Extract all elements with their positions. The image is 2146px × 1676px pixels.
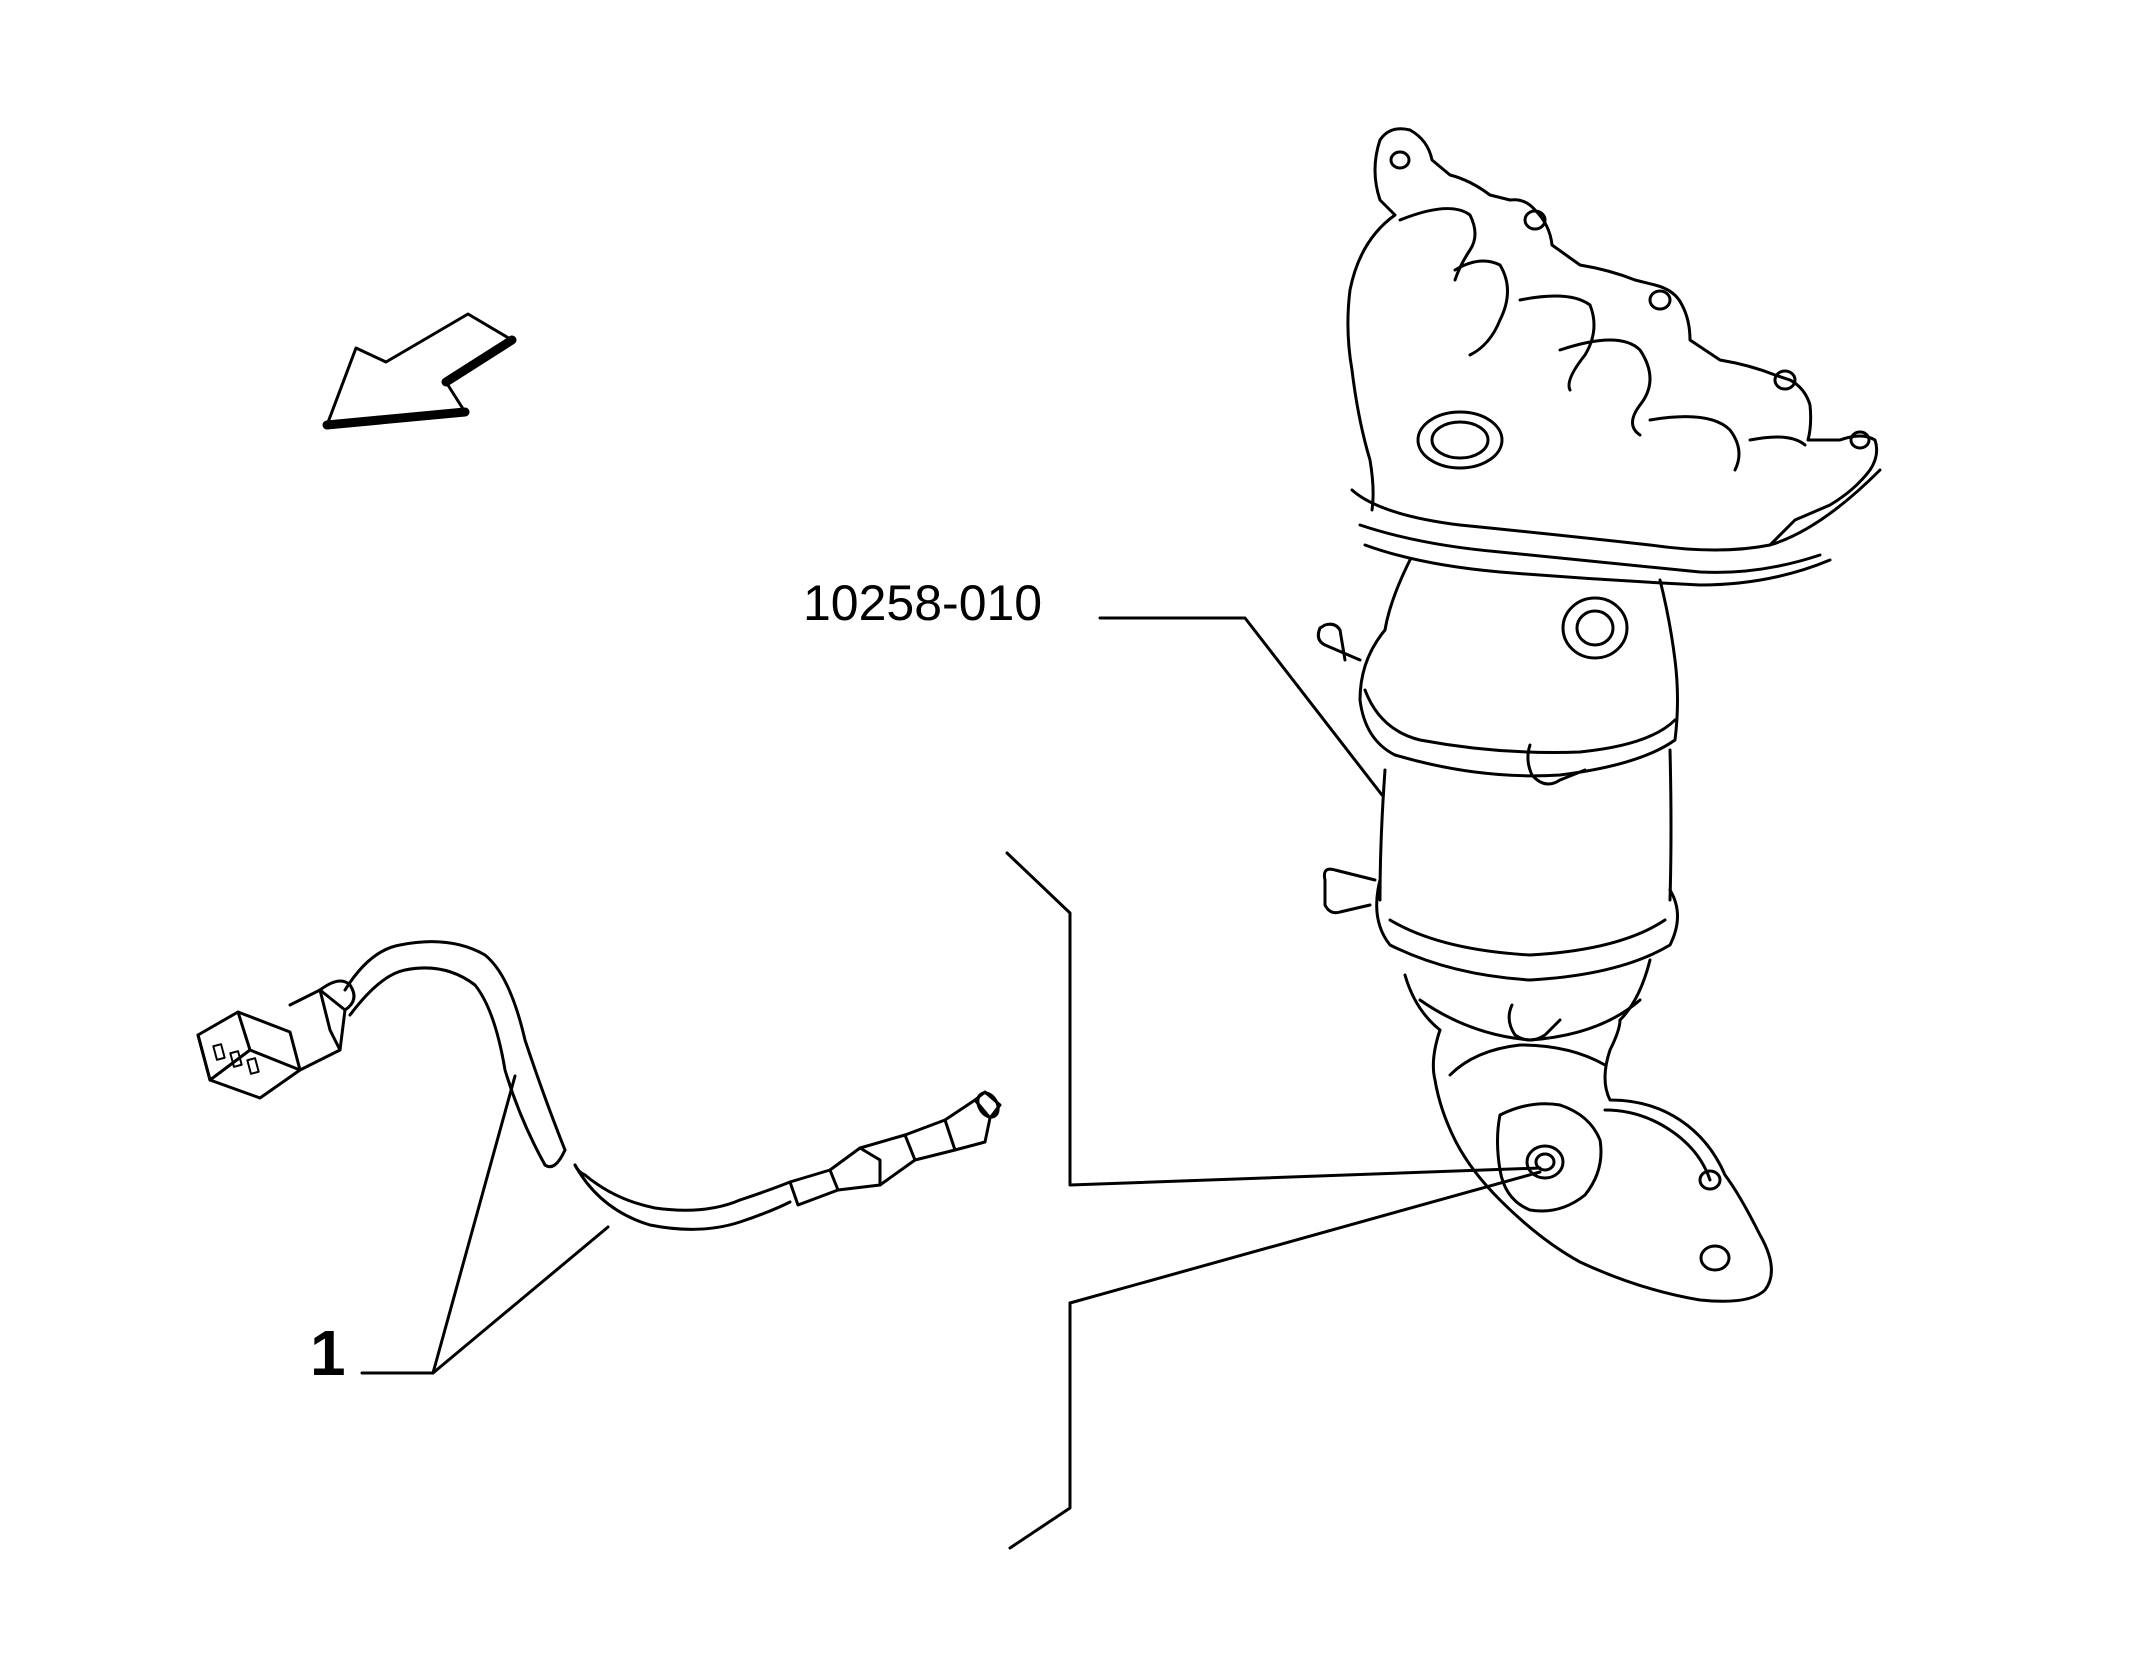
exhaust-manifold-catalytic-converter	[1316, 127, 1882, 1303]
oxygen-sensor-assembly	[196, 940, 1002, 1231]
leader-lines	[360, 616, 1384, 1375]
part-number-label: 10258-010	[803, 575, 1042, 631]
item-number-label: 1	[310, 1317, 346, 1389]
direction-arrow-icon	[322, 312, 517, 430]
section-bracket	[1005, 851, 1542, 1550]
